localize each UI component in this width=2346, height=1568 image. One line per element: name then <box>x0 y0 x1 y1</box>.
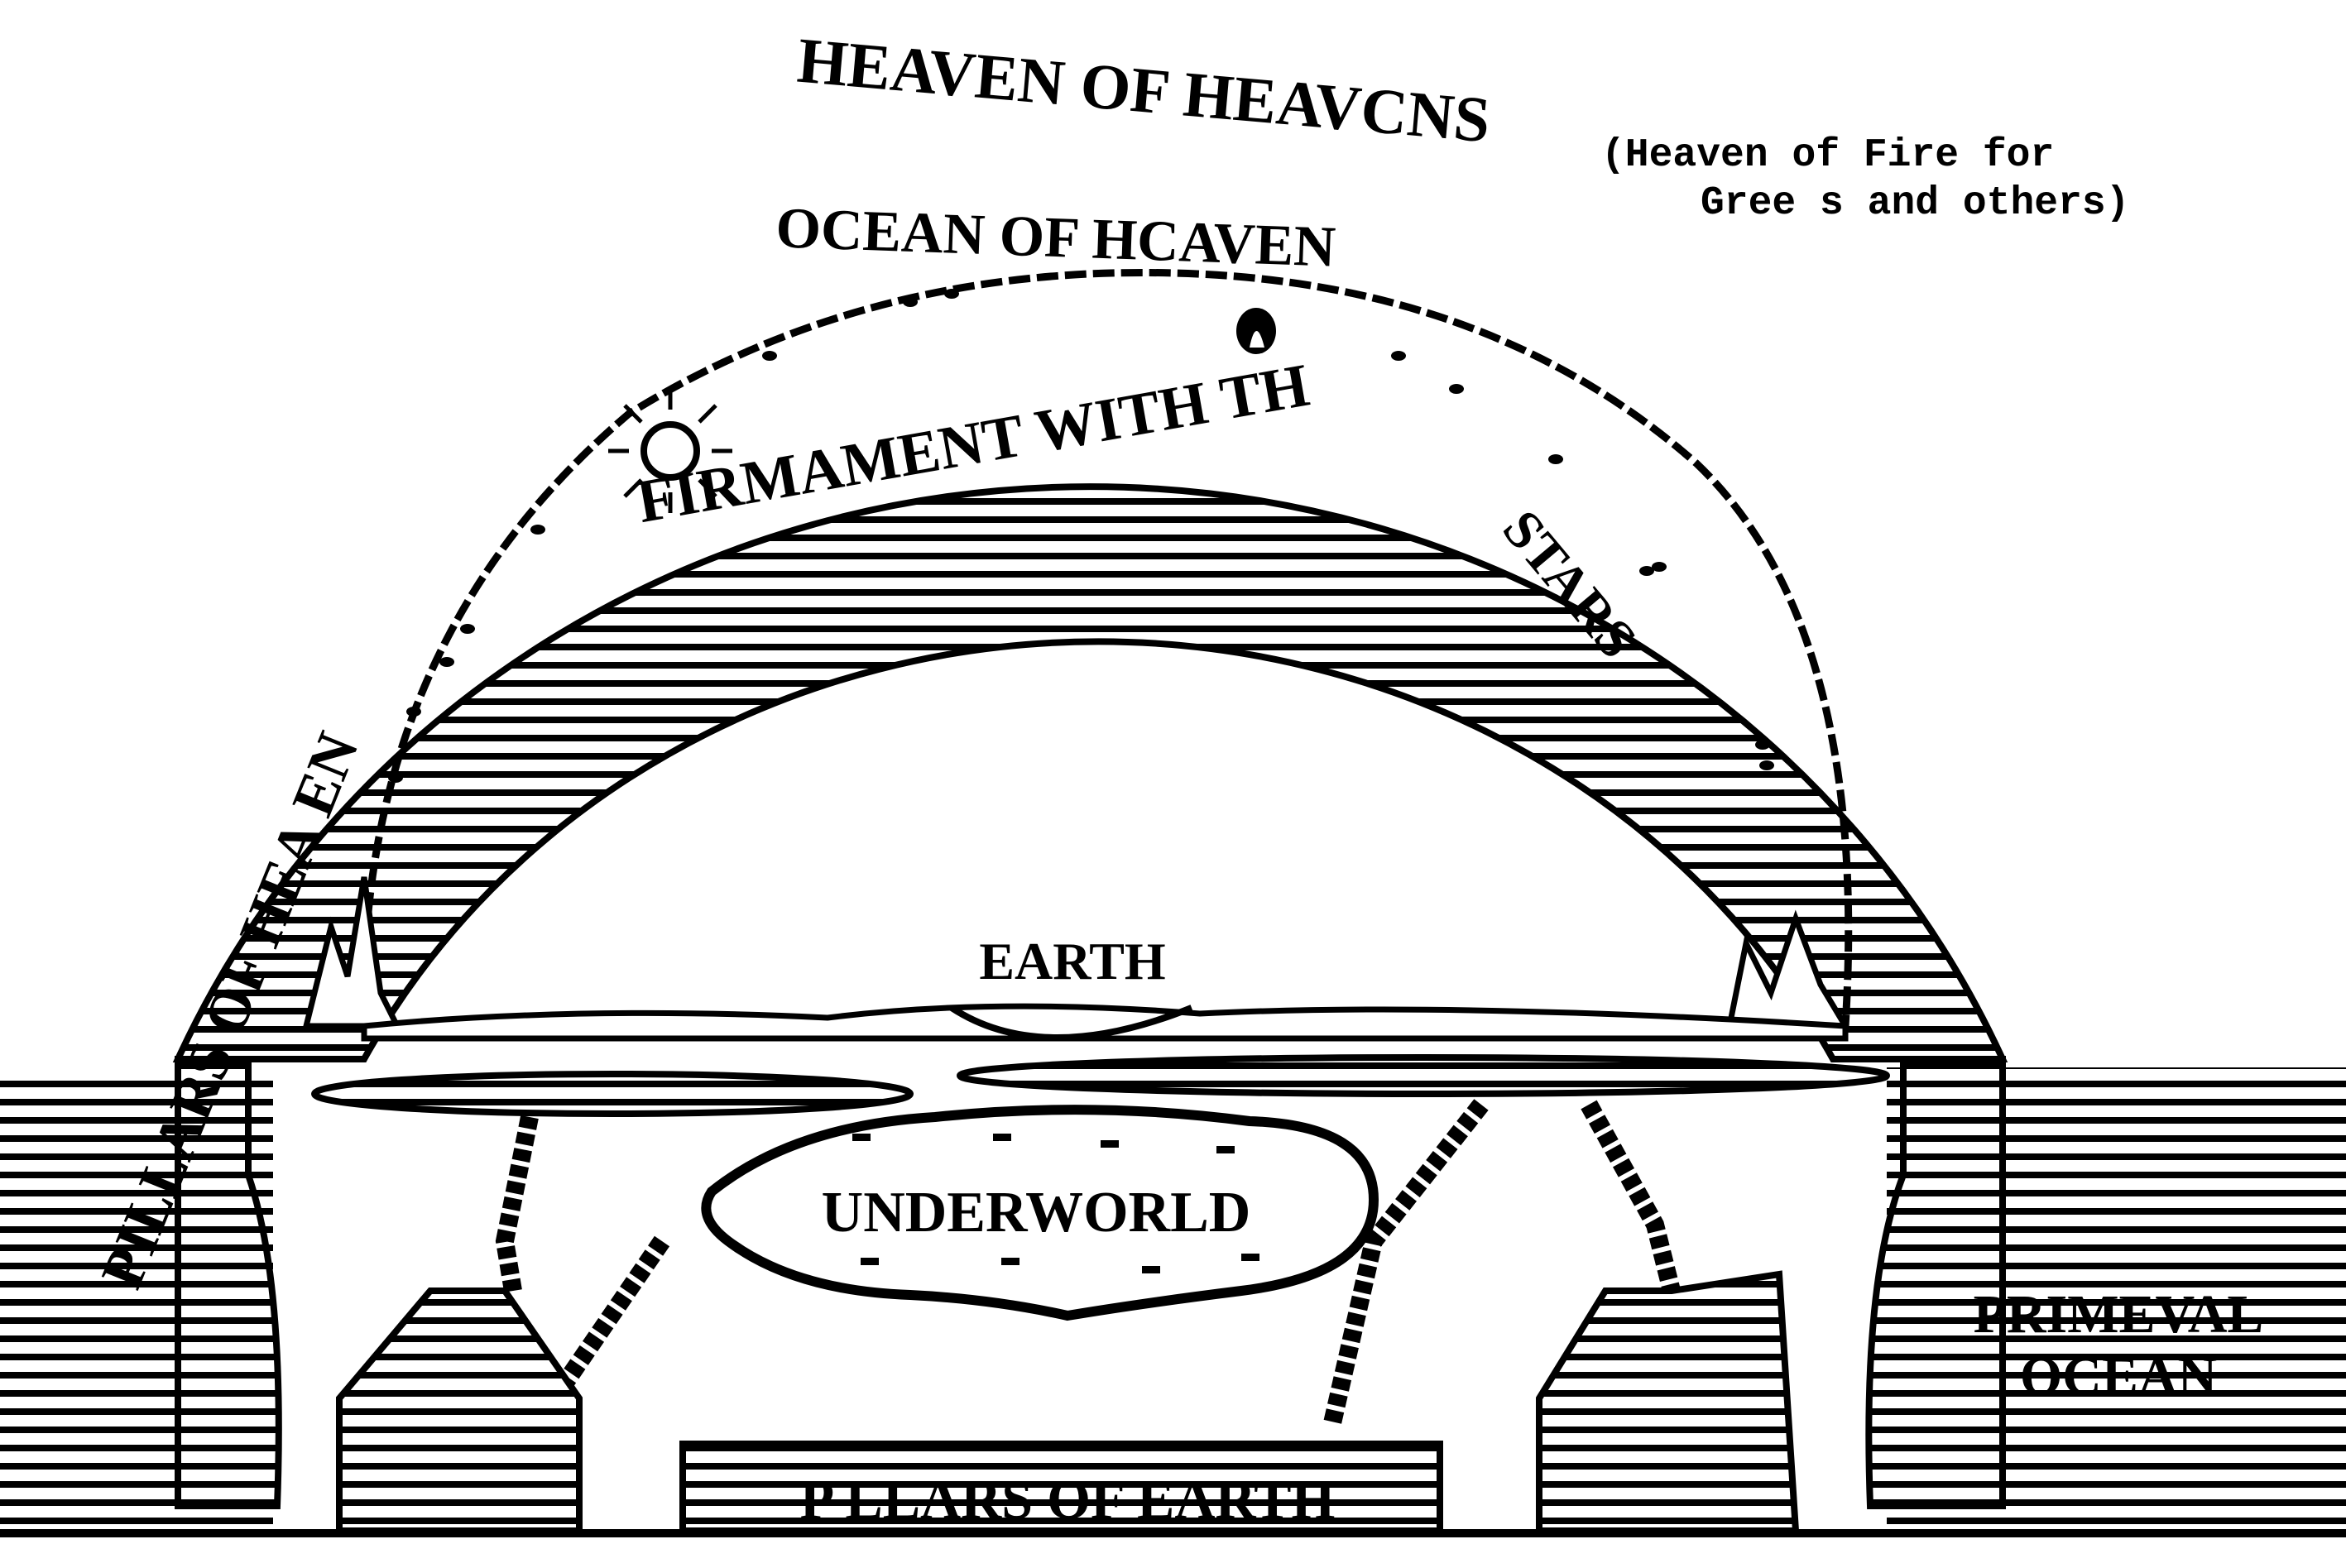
mountains <box>302 876 1851 1029</box>
heaven-of-heavens-label: HEAVEN OF HEAVCNS <box>794 24 1493 156</box>
star-icon <box>1652 562 1667 572</box>
heaven-of-heavens-dome <box>172 483 2008 1062</box>
earth-surface <box>361 1003 1849 1042</box>
moon-icon <box>1236 308 1276 354</box>
star-icon <box>1548 454 1563 464</box>
sun-icon <box>608 389 732 513</box>
star-icon <box>1449 384 1464 394</box>
star-icon <box>530 525 545 535</box>
earth-label: EARTH <box>979 932 1165 990</box>
star-icon <box>439 657 454 667</box>
primeval-ocean-label-line2: OCEAN <box>2020 1346 2217 1407</box>
star-icon <box>1759 760 1774 770</box>
heaven-of-fire-label-line2: Gree s and others) <box>1701 181 2129 226</box>
ocean-of-heaven-label: OCEAN OF HCAVEN <box>775 196 1336 280</box>
star-icon <box>1755 740 1770 750</box>
stars-group <box>388 289 1774 783</box>
star-icon <box>1639 566 1654 576</box>
star-icon <box>903 297 918 307</box>
pillars-of-earth <box>336 1099 1800 1534</box>
underworld-cave <box>701 1105 1379 1321</box>
star-icon <box>944 289 959 299</box>
star-icon <box>460 624 475 634</box>
pillars-of-heaven <box>175 1056 2006 1509</box>
star-icon <box>762 351 777 361</box>
underworld-label: UNDERWORLD <box>822 1181 1251 1244</box>
star-icon <box>388 773 403 783</box>
star-icon <box>1391 351 1406 361</box>
star-icon <box>406 707 421 717</box>
heaven-of-fire-label-line1: (Heaven of Fire for <box>1601 133 2054 178</box>
primeval-ocean-label-line1: PRIMEVAL <box>1974 1284 2264 1345</box>
pillars-of-earth-label: P LLARS OF EARTH <box>800 1468 1336 1531</box>
earth-plates <box>311 1054 1890 1117</box>
firmament <box>360 269 1853 1027</box>
